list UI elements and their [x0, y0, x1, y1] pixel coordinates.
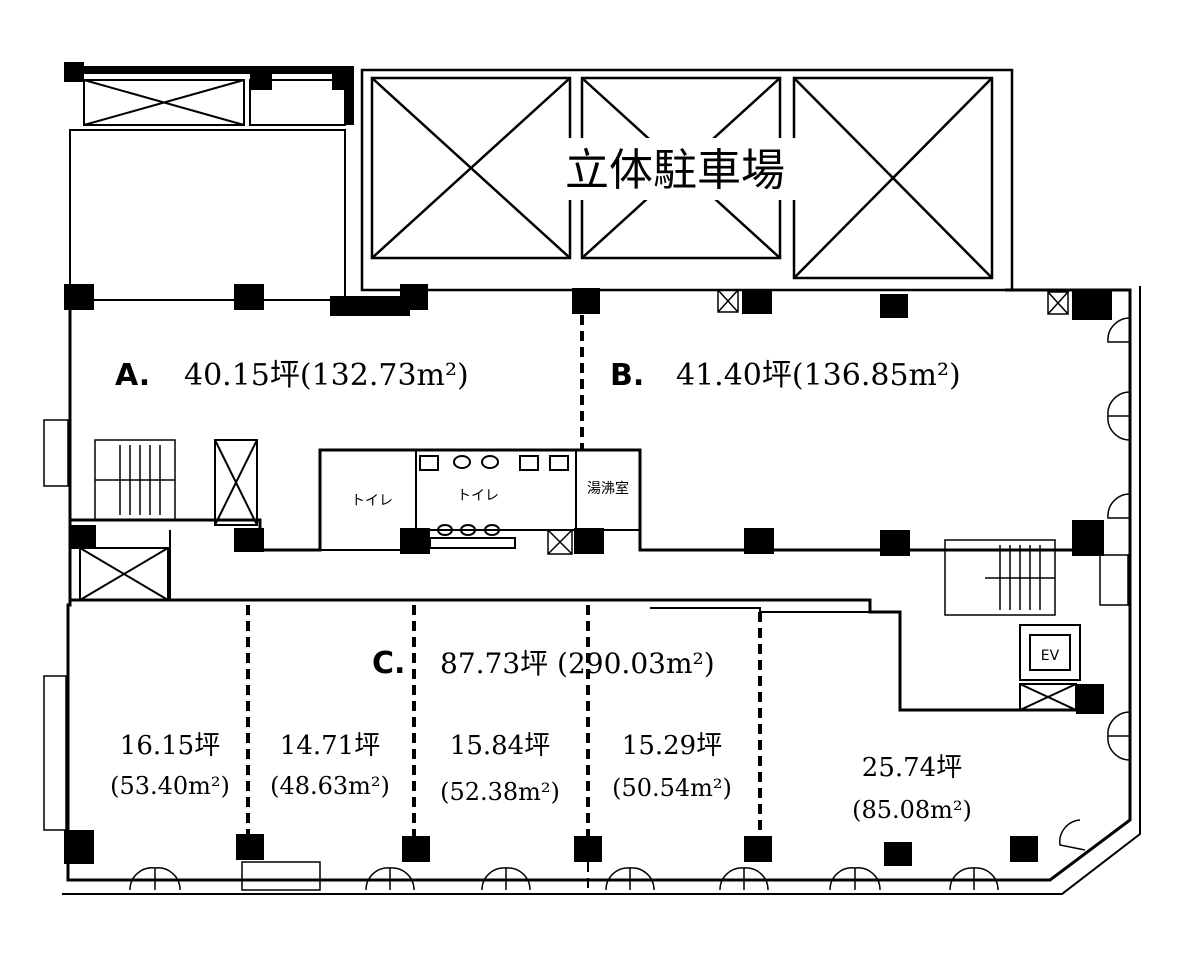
columns	[64, 62, 1112, 866]
unit-b-area: 41.40坪(136.85m²)	[676, 358, 961, 393]
parking-label: 立体駐車場	[565, 145, 785, 196]
small-shafts	[43, 289, 1129, 891]
subunit-1-sqm: (53.40m²)	[110, 772, 230, 800]
shaft-left	[79, 439, 258, 601]
toilet-left-label: トイレ	[351, 493, 393, 509]
stair-left	[94, 439, 176, 521]
elevator-label: EV	[1041, 648, 1060, 664]
toilet-right-label: トイレ	[457, 488, 499, 504]
elevator	[1019, 624, 1081, 711]
subunit-5-sqm: (85.08m²)	[852, 796, 972, 824]
subunit-5-tsubo: 25.74坪	[862, 753, 962, 783]
storage-box-top-left	[83, 79, 346, 126]
subunit-4-tsubo: 15.29坪	[622, 731, 722, 761]
subunit-2-sqm: (48.63m²)	[270, 772, 390, 800]
doors-bottom	[129, 867, 999, 891]
subunit-2-tsubo: 14.71坪	[280, 731, 380, 761]
unit-a-area: 40.15坪(132.73m²)	[184, 358, 469, 393]
parking-label-bg	[540, 138, 810, 200]
subunit-3-tsubo: 15.84坪	[450, 731, 550, 761]
kitchenette-label: 湯沸室	[587, 480, 629, 497]
toilet-block	[319, 449, 641, 551]
unit-b-letter: B.	[610, 358, 644, 393]
doors-right	[1059, 317, 1131, 851]
subunit-1-tsubo: 16.15坪	[120, 731, 220, 761]
unit-c-letter: C.	[372, 646, 405, 681]
unit-a-letter: A.	[115, 358, 150, 393]
subunit-3-sqm: (52.38m²)	[440, 778, 560, 806]
unit-c-area: 87.73坪 (290.03m²)	[440, 647, 715, 680]
stair-right	[944, 539, 1056, 616]
subunit-4-sqm: (50.54m²)	[612, 774, 732, 802]
partitions	[246, 315, 762, 890]
